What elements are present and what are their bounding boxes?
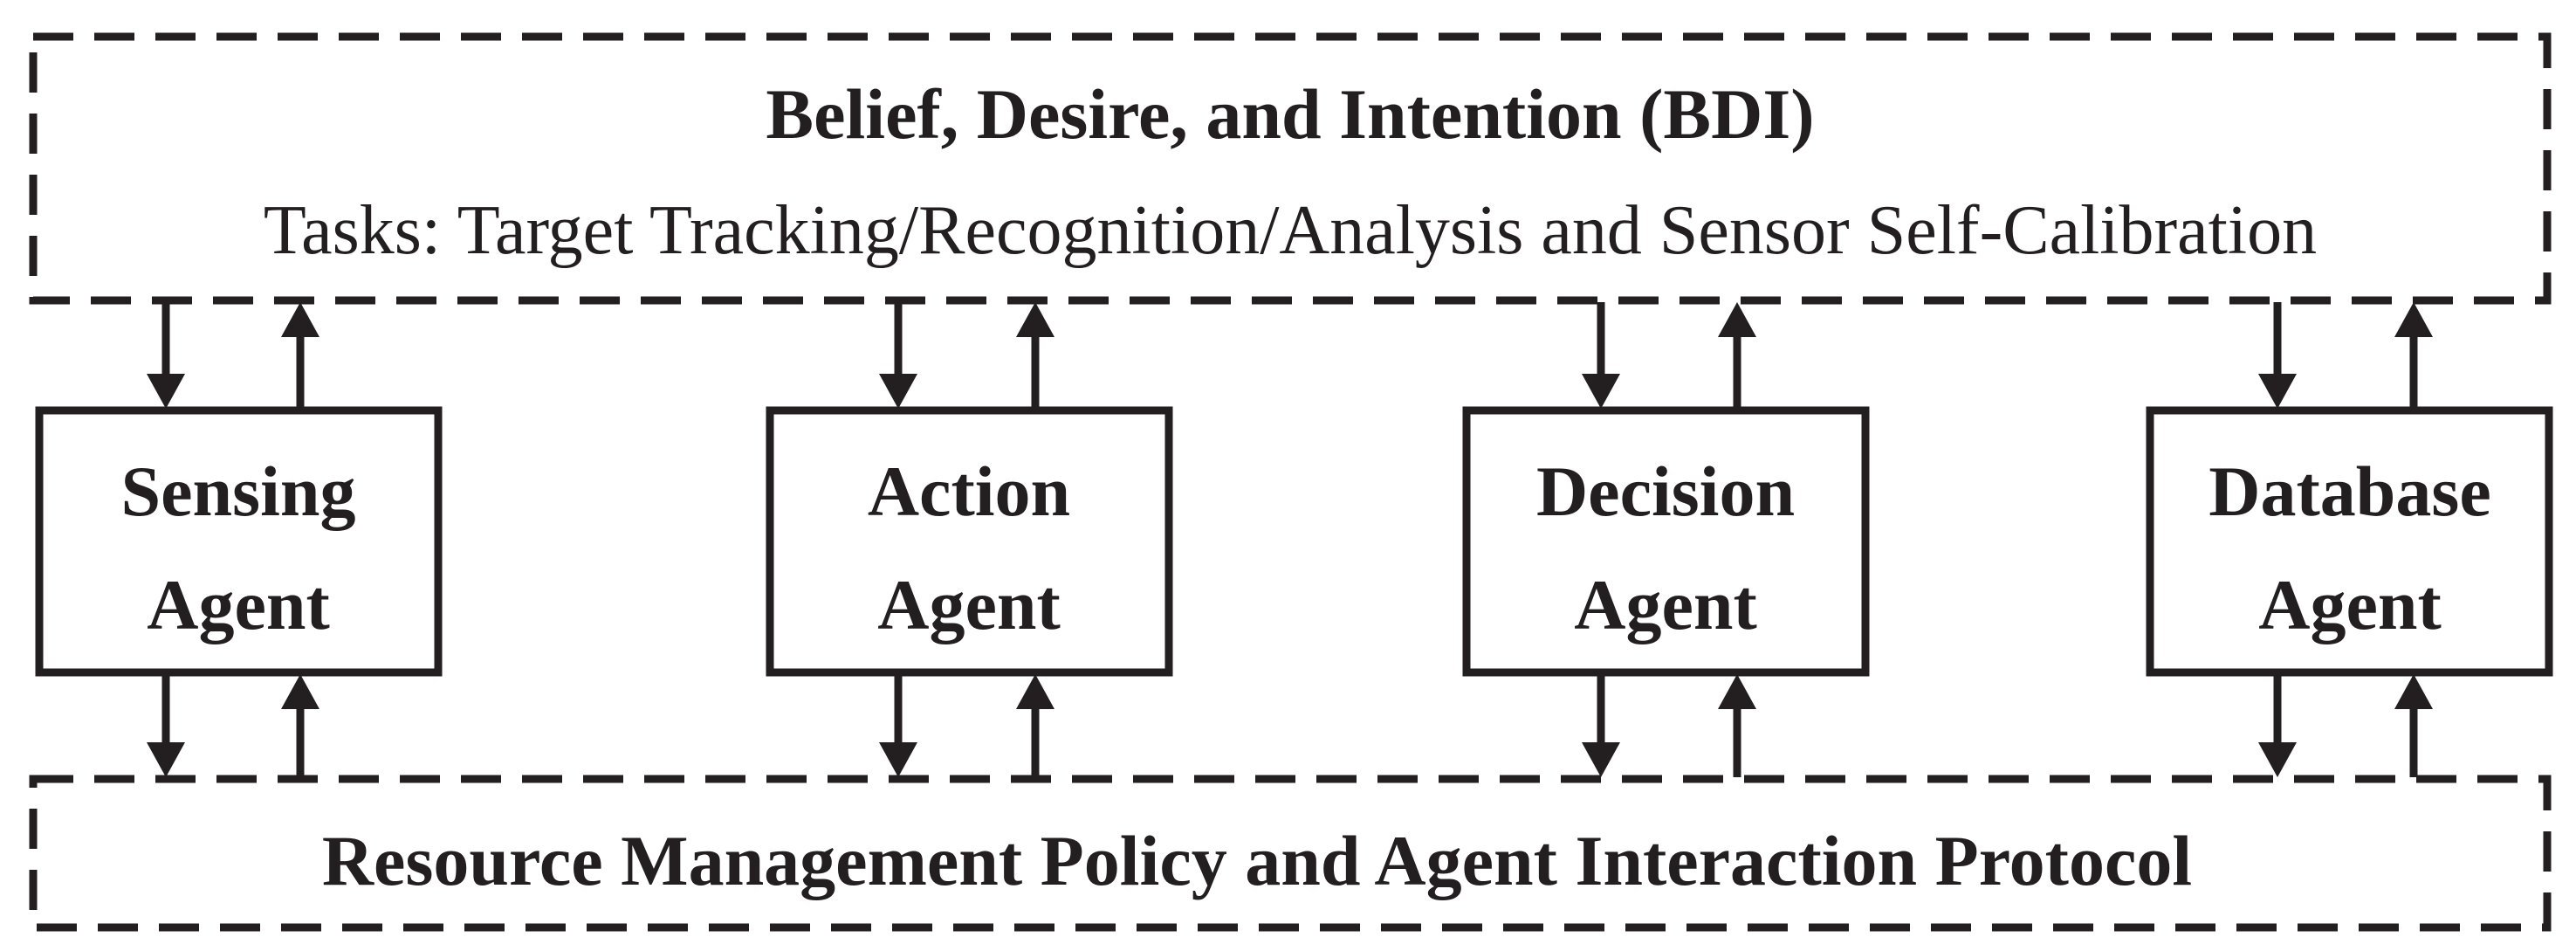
sensing-lower-up-arrow (281, 674, 319, 777)
action-lower-down-arrow (879, 674, 917, 777)
resource-policy-dashed-box (29, 775, 2552, 932)
action-upper-up-arrow (1016, 302, 1054, 409)
action-agent-label-line1: Action (868, 451, 1070, 531)
sensing-agent-label-line1: Sensing (121, 451, 356, 531)
sensing-upper-up-arrow (281, 302, 319, 409)
decision-upper-up-arrow (1718, 302, 1756, 409)
action-upper-down-arrow (879, 302, 917, 409)
resource-policy-title: Resource Management Policy and Agent Int… (322, 821, 2192, 900)
sensing-agent-box: Sensing Agent (35, 406, 443, 677)
action-lower-up-arrow (1016, 674, 1054, 777)
action-agent-label-line2: Agent (877, 565, 1061, 644)
database-agent-box: Database Agent (2146, 406, 2553, 677)
database-lower-up-arrow (2394, 674, 2433, 777)
decision-agent-box: Decision Agent (1462, 406, 1870, 677)
action-agent-box: Action Agent (766, 406, 1173, 677)
decision-upper-down-arrow (1582, 302, 1620, 409)
connector-arrows (147, 302, 2433, 777)
bdi-dashed-box (29, 32, 2552, 305)
decision-lower-down-arrow (1582, 674, 1620, 777)
decision-lower-up-arrow (1718, 674, 1756, 777)
database-agent-label-line2: Agent (2258, 565, 2442, 644)
bdi-title: Belief, Desire, and Intention (BDI) (766, 74, 1814, 154)
sensing-agent-label-line2: Agent (147, 565, 330, 644)
database-upper-down-arrow (2258, 302, 2297, 409)
database-upper-up-arrow (2394, 302, 2433, 409)
decision-agent-label-line2: Agent (1574, 565, 1757, 644)
database-lower-down-arrow (2258, 674, 2297, 777)
decision-agent-label-line1: Decision (1536, 451, 1795, 531)
sensing-lower-down-arrow (147, 674, 185, 777)
database-agent-label-line1: Database (2208, 451, 2490, 531)
sensing-upper-down-arrow (147, 302, 185, 409)
bdi-tasks-subtitle: Tasks: Target Tracking/Recognition/Analy… (264, 192, 2317, 269)
